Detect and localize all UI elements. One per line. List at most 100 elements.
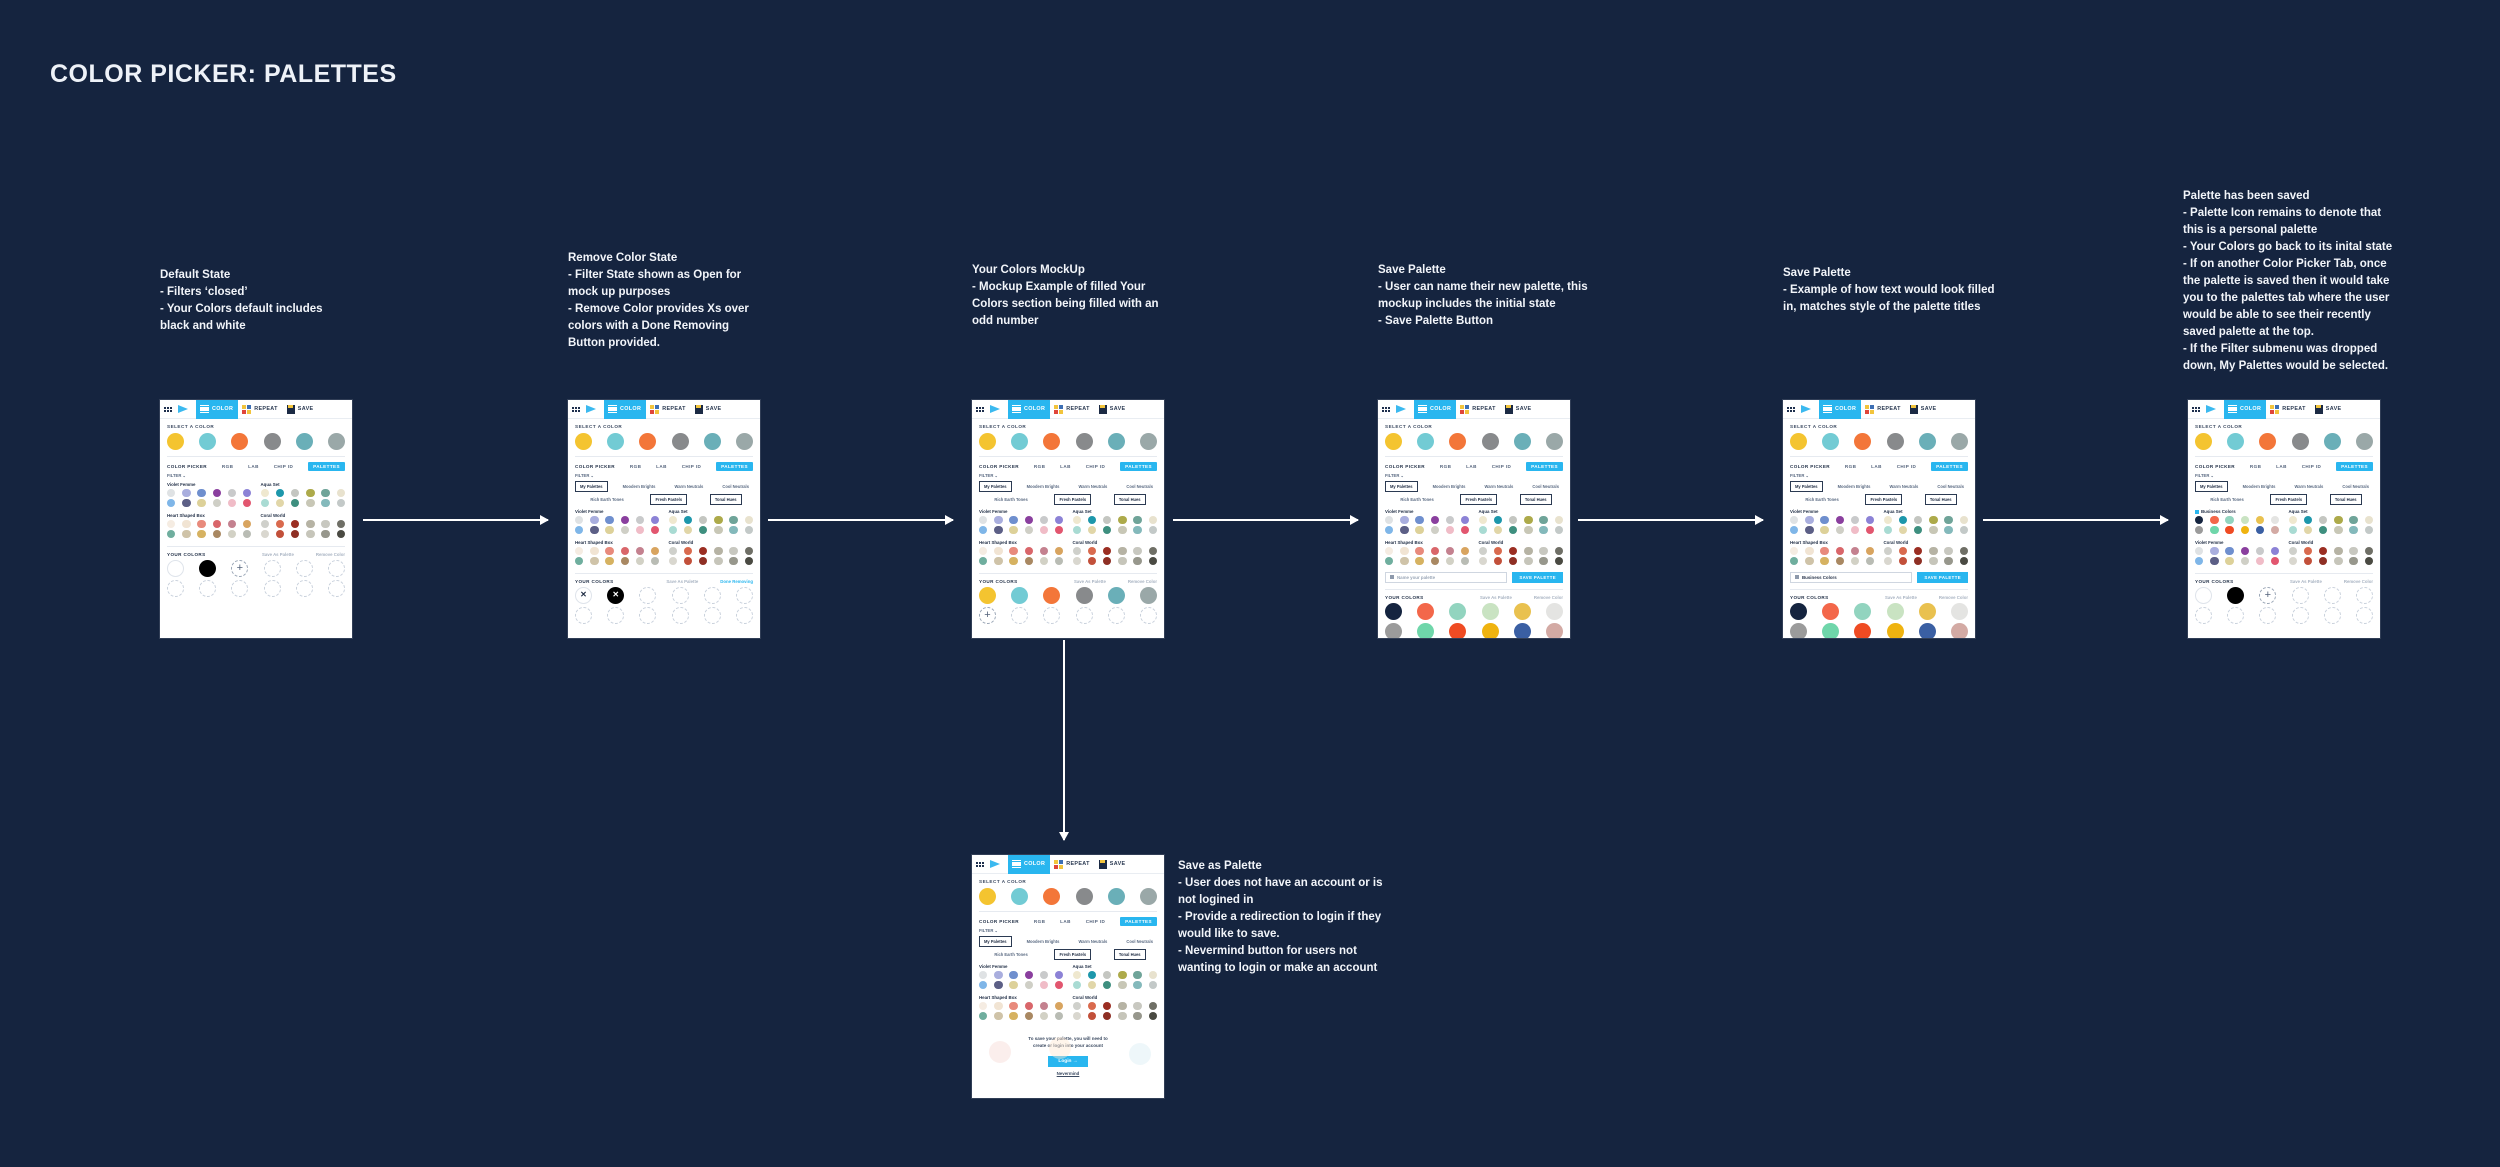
your-color-empty[interactable] — [327, 579, 345, 597]
palette-swatch-0[interactable] — [260, 498, 269, 508]
grip-dots-icon[interactable] — [2192, 406, 2201, 412]
your-color-filled[interactable] — [1449, 622, 1467, 638]
filter-chip-moodern-brights[interactable]: Moodern Brights — [1026, 484, 1060, 489]
palette-swatch-1[interactable] — [590, 556, 599, 566]
palette-swatch-0[interactable] — [1883, 556, 1892, 566]
palette-swatch-3[interactable] — [1024, 516, 1034, 525]
your-color-empty[interactable] — [2227, 606, 2245, 624]
palette-swatch-3[interactable] — [1024, 1001, 1034, 1011]
color-swatch-2[interactable] — [1449, 433, 1467, 450]
tab-palettes[interactable]: PALETTES — [716, 462, 753, 471]
palette-swatch-0[interactable] — [2288, 516, 2297, 525]
your-color-empty[interactable] — [735, 586, 753, 604]
palette-swatch-5[interactable] — [1055, 971, 1064, 980]
toolbar-button-color[interactable]: COLOR — [196, 400, 239, 419]
palette-swatch-4[interactable] — [321, 498, 330, 508]
palette-swatch-2[interactable] — [605, 556, 614, 566]
your-color-empty[interactable] — [2291, 606, 2309, 624]
toolbar-button-color[interactable]: COLOR — [1819, 400, 1862, 419]
color-swatch-3[interactable] — [1075, 433, 1093, 450]
palette-swatch-1[interactable] — [1087, 546, 1097, 556]
toolbar-button-save[interactable]: SAVE — [1095, 855, 1131, 874]
color-swatch-1[interactable] — [1011, 433, 1029, 450]
palette-swatch-3[interactable] — [1835, 525, 1845, 535]
palette-swatch-0[interactable] — [260, 489, 269, 498]
palette-swatch-3[interactable] — [212, 529, 222, 539]
color-swatch-3[interactable] — [1481, 433, 1499, 450]
palette-swatch-0[interactable] — [2288, 546, 2297, 556]
palette-swatch-5[interactable] — [243, 498, 252, 508]
palette-swatch-4[interactable] — [2255, 525, 2265, 535]
palette-swatch-0[interactable] — [2195, 546, 2204, 556]
filter-chip-rich-earth-tones[interactable]: Rich Earth Tones — [994, 952, 1028, 957]
palette-swatch-3[interactable] — [1024, 971, 1034, 980]
mode-chip-id[interactable]: CHIP ID — [273, 464, 294, 469]
palette-swatch-2[interactable] — [1415, 556, 1424, 566]
palette-swatch-1[interactable] — [1805, 516, 1814, 525]
paper-plane-icon[interactable] — [990, 404, 1003, 415]
toolbar-button-repeat[interactable]: REPEAT — [646, 400, 691, 419]
color-swatch-1[interactable] — [607, 433, 625, 450]
palette-swatch-5[interactable] — [1554, 525, 1563, 535]
palette-swatch-0[interactable] — [1072, 516, 1081, 525]
palette-swatch-1[interactable] — [182, 489, 191, 498]
color-swatch-3[interactable] — [263, 433, 281, 450]
your-color-filled[interactable] — [1545, 622, 1563, 638]
palette-swatch-4[interactable] — [635, 525, 645, 535]
filter-chip-warm-neutrals[interactable]: Warm Neutrals — [1484, 484, 1514, 489]
mode-chip-id[interactable]: CHIP ID — [1085, 919, 1106, 924]
palette-swatch-4[interactable] — [1039, 971, 1049, 980]
filter-chip-moodern-brights[interactable]: Moodern Brights — [1026, 939, 1060, 944]
palette-swatch-2[interactable] — [1009, 546, 1018, 556]
palette-swatch-4[interactable] — [2255, 516, 2265, 525]
your-color-filled[interactable] — [1854, 622, 1872, 638]
palette-swatch-5[interactable] — [1959, 546, 1968, 556]
palette-swatch-1[interactable] — [182, 529, 191, 539]
your-color-empty[interactable] — [199, 579, 217, 597]
your-color-filled[interactable] — [1854, 602, 1872, 620]
save-as-palette-button[interactable]: Save As Palette — [1885, 594, 1917, 600]
palette-swatch-4[interactable] — [2349, 516, 2358, 525]
mode-rgb[interactable]: RGB — [1033, 919, 1046, 924]
add-color-button[interactable]: + — [2259, 586, 2277, 604]
palette-swatch-1[interactable] — [1087, 516, 1097, 525]
palette-swatch-3[interactable] — [1118, 1011, 1127, 1021]
palette-swatch-4[interactable] — [1944, 525, 1953, 535]
palette-swatch-0[interactable] — [979, 525, 988, 535]
filter-chip-tonal-hues[interactable]: Tonal Hues — [1519, 494, 1552, 505]
color-swatch-2[interactable] — [1043, 888, 1061, 905]
paper-plane-icon[interactable] — [1801, 404, 1814, 415]
palette-swatch-5[interactable] — [2271, 546, 2280, 556]
palette-swatch-5[interactable] — [243, 529, 252, 539]
palette-swatch-2[interactable] — [698, 516, 708, 525]
palette-swatch-2[interactable] — [1820, 516, 1829, 525]
save-as-palette-button[interactable]: Save As Palette — [1074, 578, 1106, 584]
filter-chip-rich-earth-tones[interactable]: Rich Earth Tones — [590, 497, 624, 502]
palette-swatch-1[interactable] — [1087, 556, 1097, 566]
palette-swatch-4[interactable] — [1445, 516, 1455, 525]
filter-chip-cool-neutrals[interactable]: Cool Neutrals — [1126, 939, 1153, 944]
palette-swatch-5[interactable] — [1055, 546, 1064, 556]
your-color-filled[interactable] — [1139, 586, 1157, 604]
save-as-palette-button[interactable]: Save As Palette — [1480, 594, 1512, 600]
palette-swatch-5[interactable] — [2364, 546, 2373, 556]
palette-swatch-3[interactable] — [2334, 556, 2343, 566]
filter-chip-moodern-brights[interactable]: Moodern Brights — [622, 484, 656, 489]
your-color-filled[interactable] — [1043, 586, 1061, 604]
palette-swatch-2[interactable] — [1009, 516, 1018, 525]
palette-swatch-4[interactable] — [1039, 1011, 1049, 1021]
palette-swatch-0[interactable] — [167, 489, 176, 498]
mode-rgb[interactable]: RGB — [1033, 464, 1046, 469]
palette-swatch-2[interactable] — [2225, 556, 2234, 566]
palette-swatch-1[interactable] — [994, 980, 1003, 990]
palette-swatch-5[interactable] — [1959, 556, 1968, 566]
add-color-button[interactable]: + — [231, 559, 249, 577]
palette-swatch-0[interactable] — [167, 529, 176, 539]
your-color-empty[interactable] — [295, 579, 313, 597]
palette-swatch-2[interactable] — [698, 556, 708, 566]
palette-swatch-4[interactable] — [1539, 525, 1548, 535]
your-color-empty[interactable] — [2291, 586, 2309, 604]
palette-swatch-0[interactable] — [1790, 525, 1799, 535]
palette-name-input[interactable]: Name your palette — [1385, 571, 1508, 583]
palette-swatch-1[interactable] — [590, 516, 599, 525]
